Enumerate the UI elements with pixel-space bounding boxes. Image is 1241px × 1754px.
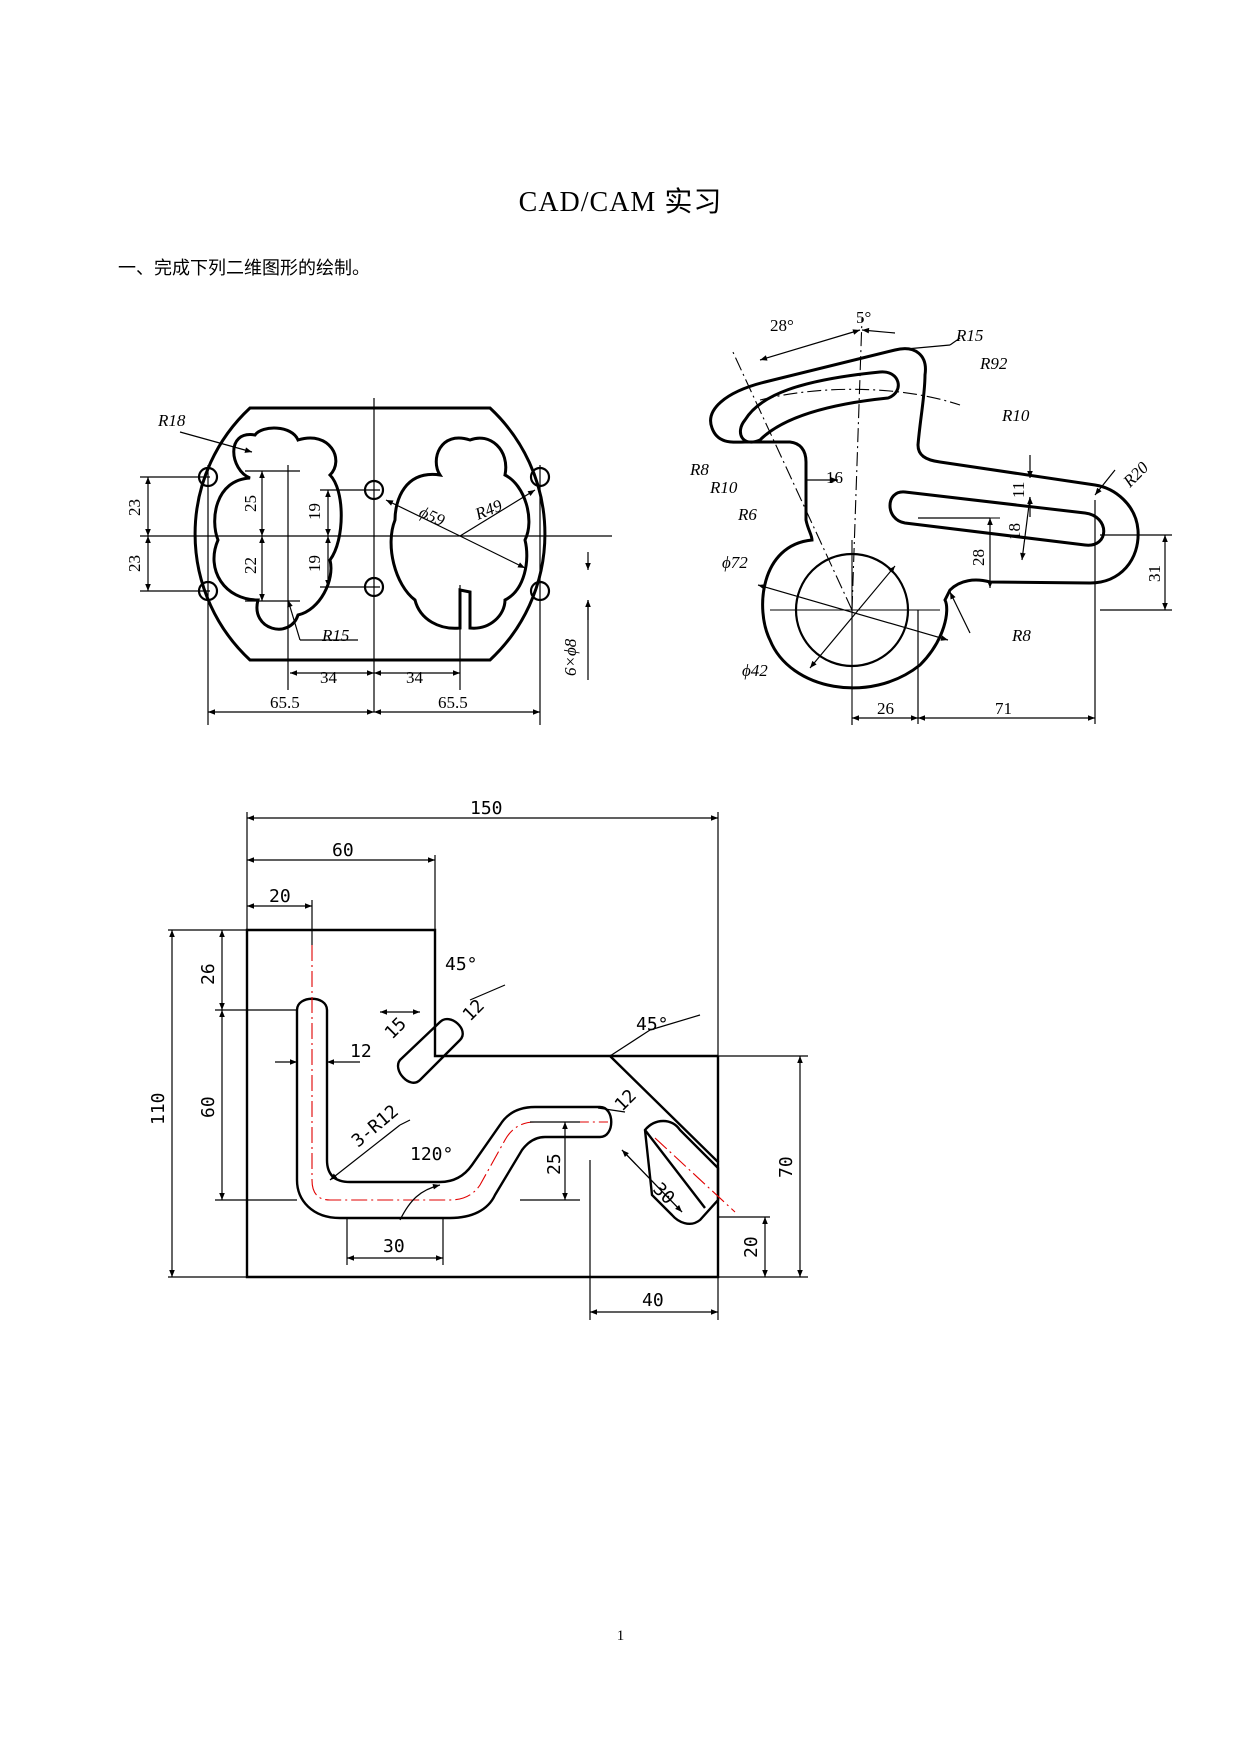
label-22: 22	[241, 557, 260, 574]
label-r15: R15	[321, 626, 349, 645]
label-60-top: 60	[332, 840, 354, 861]
label-r10b: R10	[709, 478, 738, 497]
label-26: 26	[877, 699, 894, 718]
label-r18: R18	[157, 411, 186, 430]
label-31: 31	[1145, 565, 1164, 582]
label-r92: R92	[979, 354, 1008, 373]
label-65-5b: 65.5	[438, 693, 468, 712]
label-11: 11	[1009, 482, 1028, 498]
left-cavity	[212, 426, 343, 631]
label-18: 18	[1005, 523, 1024, 540]
label-r15: R15	[955, 326, 983, 345]
label-r6: R6	[737, 505, 757, 524]
label-28deg: 28°	[770, 316, 794, 335]
label-15: 15	[381, 1013, 411, 1043]
label-19a: 19	[305, 503, 324, 520]
label-holes: 6×ϕ8	[561, 638, 580, 676]
label-60-left: 60	[198, 1096, 219, 1118]
label-r20: R20	[1119, 458, 1153, 492]
section-heading: 一、完成下列二维图形的绘制。	[118, 258, 370, 279]
label-28: 28	[969, 549, 988, 566]
label-26: 26	[198, 963, 219, 985]
label-25: 25	[241, 495, 260, 512]
label-25: 25	[544, 1153, 565, 1175]
plate-outline	[245, 928, 720, 1279]
label-30-a: 30	[383, 1236, 405, 1257]
label-phi59: ϕ59	[416, 502, 448, 530]
label-phi72: ϕ72	[722, 553, 748, 572]
arc-slot	[739, 370, 900, 444]
drawing-pump-cover: R18 R15 ϕ59 R49 6×ϕ8 23 23 25 22 19 19 3…	[125, 398, 612, 725]
drawing-slotted-plate: 150 60 20 45° 45° 15 12 12 12 3-R12 120°…	[148, 798, 808, 1320]
label-phi42: ϕ42	[742, 661, 768, 680]
label-40: 40	[642, 1290, 664, 1311]
label-20-top: 20	[269, 886, 291, 907]
hook-body	[709, 347, 1140, 690]
label-65-5a: 65.5	[270, 693, 300, 712]
label-110: 110	[148, 1092, 169, 1125]
lower-slot	[643, 1119, 720, 1225]
label-r49: R49	[471, 496, 505, 524]
label-5deg: 5°	[856, 308, 871, 327]
page-title: CAD/CAM 实习	[518, 187, 723, 218]
label-45deg-b: 45°	[636, 1014, 669, 1035]
label-150: 150	[470, 798, 503, 819]
label-20-right: 20	[741, 1236, 762, 1258]
label-71: 71	[995, 699, 1012, 718]
label-23a: 23	[125, 499, 144, 516]
label-19b: 19	[305, 555, 324, 572]
l-slot	[295, 997, 613, 1220]
label-12-a: 12	[459, 995, 489, 1025]
label-r8a: R8	[689, 460, 709, 479]
label-23b: 23	[125, 555, 144, 572]
label-34a: 34	[320, 668, 338, 687]
label-45deg-a: 45°	[445, 954, 478, 975]
label-34b: 34	[406, 668, 424, 687]
outline	[193, 406, 547, 662]
page-number: 1	[616, 1628, 625, 1644]
label-70: 70	[776, 1156, 797, 1178]
label-12-b: 12	[350, 1041, 372, 1062]
drawing-hook: 28° 5° R15 R92 R10 R8 R10 16 R6 R20 11 1…	[689, 308, 1172, 725]
straight-slot	[888, 490, 1106, 547]
label-16: 16	[826, 468, 843, 487]
label-r10a: R10	[1001, 406, 1030, 425]
upper-slot	[396, 1017, 464, 1084]
label-r8b: R8	[1011, 626, 1031, 645]
label-120deg: 120°	[410, 1144, 453, 1165]
